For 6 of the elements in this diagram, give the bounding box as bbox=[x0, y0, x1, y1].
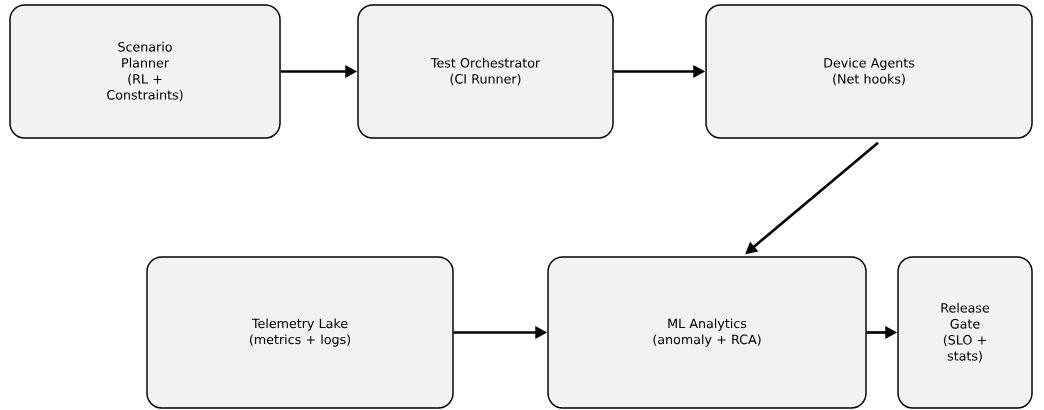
process-box: Test Orchestrator (CI Runner) bbox=[357, 4, 614, 139]
process-box: Release Gate (SLO + stats) bbox=[897, 256, 1033, 409]
process-box: Telemetry Lake (metrics + logs) bbox=[146, 256, 454, 409]
process-box: ML Analytics (anomaly + RCA) bbox=[547, 256, 867, 409]
process-box: Scenario Planner (RL + Constraints) bbox=[9, 4, 281, 139]
process-box: Device Agents (Net hooks) bbox=[705, 4, 1033, 139]
